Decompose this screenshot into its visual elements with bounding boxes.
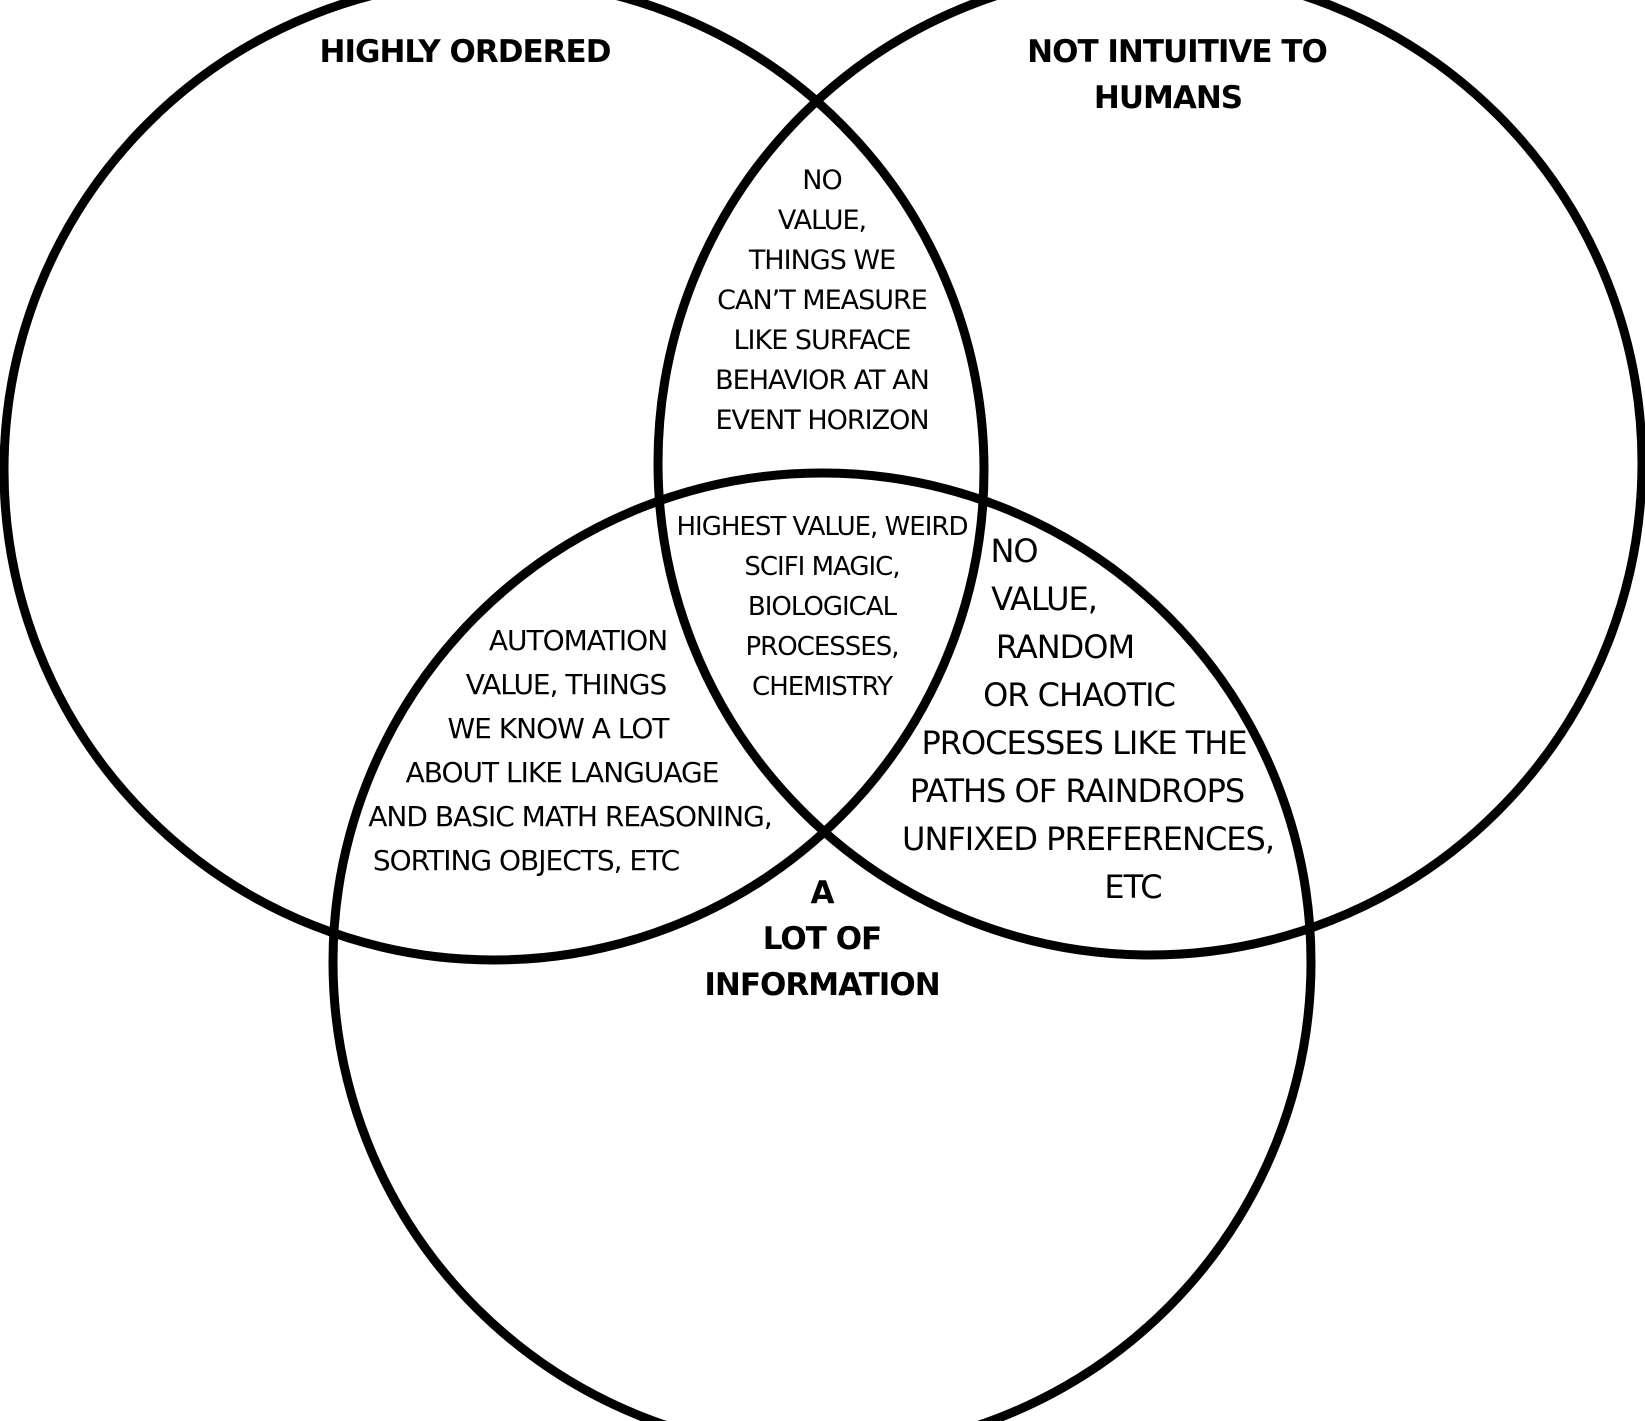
label-not-intuitive: NOT INTUITIVE TO HUMANS	[1027, 34, 1328, 116]
region-text-line: ETC	[1104, 868, 1161, 906]
region-all-three: HIGHEST VALUE, WEIRD SCIFI MAGIC, BIOLOG…	[677, 512, 969, 702]
region-text-line: PROCESSES LIKE THE	[921, 724, 1246, 762]
circle-highly-ordered	[0, 0, 989, 965]
circle-information	[328, 468, 1316, 1421]
circle-not-intuitive	[653, 0, 1645, 960]
region-text-line: PROCESSES,	[746, 632, 899, 662]
region-text-line: UNFIXED PREFERENCES,	[902, 820, 1274, 858]
region-ordered-not-intuitive: NO VALUE, THINGS WE CAN’T MEASURE LIKE S…	[715, 165, 930, 436]
region-text-line: VALUE,	[991, 580, 1097, 618]
region-text-line: LIKE SURFACE	[734, 325, 911, 356]
region-text-line: AUTOMATION	[489, 624, 667, 657]
region-text-line: AND BASIC MATH REASONING,	[368, 800, 771, 833]
region-text-line: NO	[802, 165, 841, 196]
region-text-line: WE KNOW A LOT	[447, 712, 670, 745]
region-ordered-information: AUTOMATION VALUE, THINGS WE KNOW A LOT A…	[368, 624, 772, 877]
label-not-intuitive-line: NOT INTUITIVE TO	[1027, 34, 1327, 70]
label-information: A LOT OF INFORMATION	[704, 875, 940, 1003]
region-text-line: THINGS WE	[748, 245, 895, 276]
label-information-line: INFORMATION	[704, 967, 939, 1003]
region-text-line: RANDOM	[996, 628, 1134, 666]
region-text-line: PATHS OF RAINDROPS	[910, 772, 1244, 810]
label-not-intuitive-line: HUMANS	[1094, 80, 1242, 116]
region-text-line: CAN’T MEASURE	[717, 285, 927, 316]
region-text-line: BIOLOGICAL	[748, 592, 898, 622]
label-information-line: LOT OF	[763, 921, 881, 957]
region-text-line: HIGHEST VALUE, WEIRD	[677, 512, 968, 542]
region-text-line: SCIFI MAGIC,	[744, 552, 899, 582]
region-text-line: BEHAVIOR AT AN	[715, 365, 929, 396]
region-text-line: OR CHAOTIC	[983, 676, 1175, 714]
region-not-intuitive-information: NO VALUE, RANDOM OR CHAOTIC PROCESSES LI…	[902, 532, 1275, 906]
region-text-line: VALUE, THINGS	[466, 668, 667, 701]
label-information-line: A	[811, 875, 835, 911]
region-text-line: EVENT HORIZON	[715, 405, 928, 436]
label-highly-ordered-line: HIGHLY ORDERED	[320, 34, 611, 70]
region-text-line: SORTING OBJECTS, ETC	[373, 844, 680, 877]
region-text-line: CHEMISTRY	[752, 672, 893, 702]
label-highly-ordered: HIGHLY ORDERED	[320, 34, 612, 70]
region-text-line: VALUE,	[778, 205, 866, 236]
region-text-line: NO	[990, 532, 1037, 570]
region-text-line: ABOUT LIKE LANGUAGE	[406, 756, 719, 789]
